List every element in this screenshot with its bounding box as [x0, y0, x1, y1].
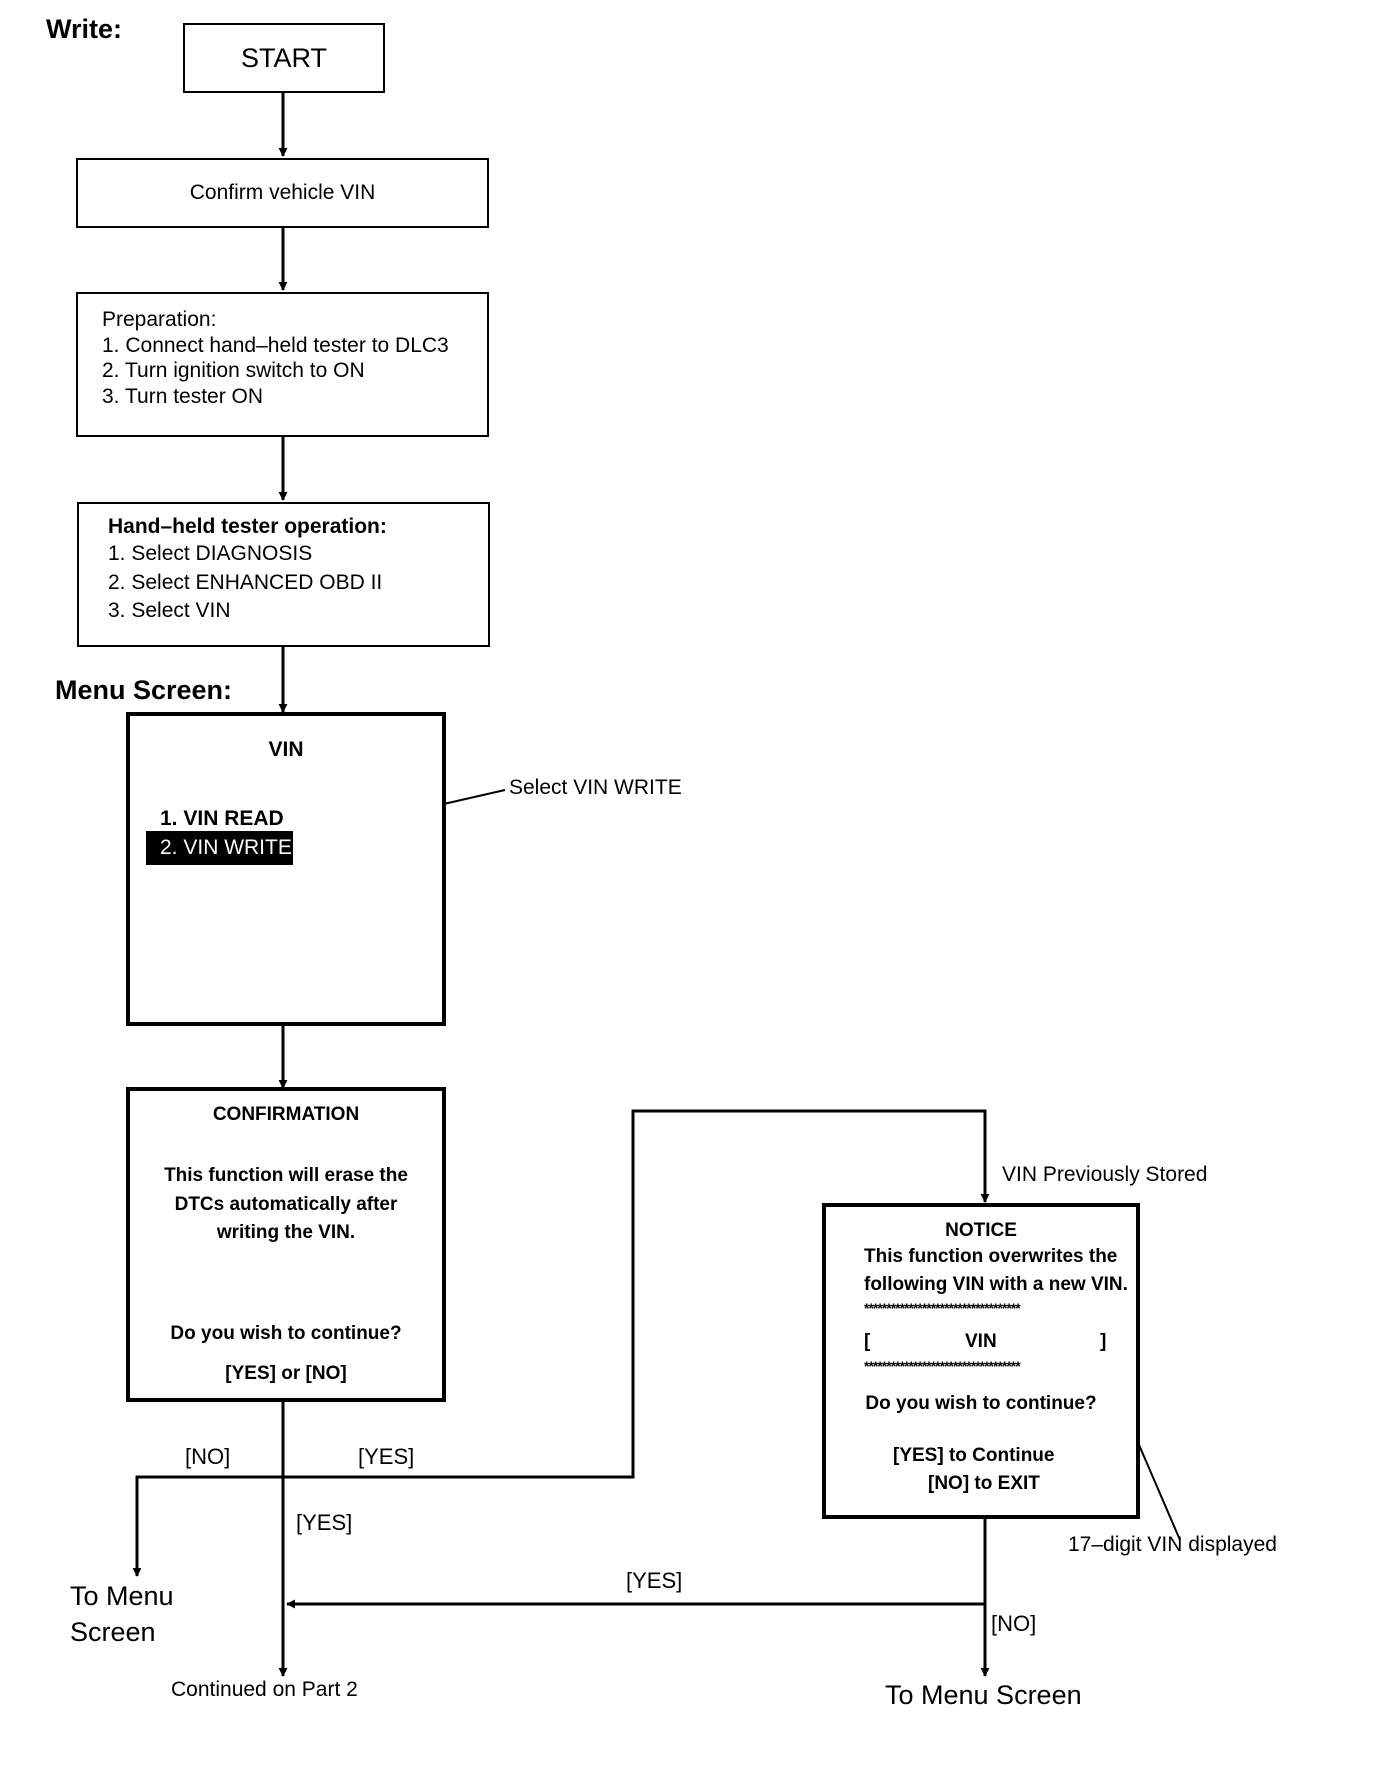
- start-label: START: [240, 42, 327, 73]
- confirm-vin-box: Confirm vehicle VIN: [76, 158, 489, 228]
- notice-box: NOTICE This function overwrites the foll…: [822, 1203, 1140, 1519]
- start-box: START: [183, 23, 385, 93]
- tester-step: 1. Select DIAGNOSIS: [108, 542, 313, 565]
- to-menu-screen-right: To Menu Screen: [885, 1680, 1082, 1710]
- notice-message-line: following VIN with a new VIN.: [864, 1274, 1128, 1295]
- callout-select-vin-write: Select VIN WRITE: [509, 776, 682, 799]
- confirmation-question: Do you wish to continue?: [170, 1323, 402, 1344]
- notice-no-option: [NO] to EXIT: [928, 1473, 1040, 1494]
- label-no-right: [NO]: [991, 1611, 1037, 1636]
- confirmation-message-line: DTCs automatically after: [174, 1194, 398, 1215]
- notice-stars-bottom: ***********************************: [864, 1358, 1021, 1374]
- tester-operation-box: Hand–held tester operation: 1. Select DI…: [77, 502, 490, 647]
- preparation-step: 2. Turn ignition switch to ON: [102, 359, 365, 382]
- to-menu-screen-left-line2: Screen: [70, 1617, 156, 1647]
- notice-vin: VIN: [965, 1331, 997, 1352]
- menu-item-vin-write[interactable]: 2. VIN WRITE: [146, 831, 293, 865]
- label-yes-to-notice: [YES]: [358, 1444, 415, 1469]
- menu-item-vin-read[interactable]: 1. VIN READ: [160, 807, 284, 830]
- line-no-to-menu-left: [132, 1475, 283, 1577]
- preparation-step: 1. Connect hand–held tester to DLC3: [102, 334, 449, 357]
- notice-message-line: This function overwrites the: [864, 1246, 1118, 1267]
- notice-stars-top: ***********************************: [864, 1300, 1021, 1316]
- confirmation-message-line: writing the VIN.: [216, 1222, 356, 1243]
- notice-question: Do you wish to continue?: [865, 1393, 1097, 1414]
- confirmation-message-line: This function will erase the: [164, 1165, 408, 1186]
- line-yes-to-notice: [283, 1109, 990, 1479]
- label-no-left: [NO]: [185, 1444, 231, 1469]
- write-heading: Write:: [46, 14, 123, 44]
- confirmation-title: CONFIRMATION: [212, 1104, 360, 1125]
- to-menu-screen-left-line1: To Menu: [70, 1581, 174, 1611]
- notice-yes-option: [YES] to Continue: [893, 1445, 1055, 1466]
- confirmation-box: CONFIRMATION This function will erase th…: [126, 1087, 446, 1402]
- confirm-vin-label: Confirm vehicle VIN: [189, 181, 376, 204]
- notice-vin-bracket-right: ]: [1100, 1331, 1107, 1352]
- continued-on-part-2: Continued on Part 2: [171, 1678, 358, 1701]
- label-vin-previously-stored: VIN Previously Stored: [1002, 1163, 1208, 1186]
- tester-step: 3. Select VIN: [108, 599, 231, 622]
- tester-step: 2. Select ENHANCED OBD II: [108, 571, 383, 594]
- preparation-title: Preparation:: [102, 308, 217, 331]
- label-yes-return: [YES]: [626, 1568, 683, 1593]
- menu-title: VIN: [268, 738, 304, 761]
- notice-vin-bracket-left: [: [864, 1331, 871, 1352]
- menu-screen-box: VIN 1. VIN READ 2. VIN WRITE: [126, 712, 446, 1026]
- label-17-digit-vin-displayed: 17–digit VIN displayed: [1068, 1533, 1277, 1556]
- menu-screen-heading: Menu Screen:: [55, 675, 233, 705]
- preparation-box: Preparation: 1. Connect hand–held tester…: [76, 292, 489, 437]
- label-yes-down: [YES]: [296, 1510, 353, 1535]
- confirmation-options: [YES] or [NO]: [225, 1363, 347, 1384]
- tester-operation-title: Hand–held tester operation:: [108, 515, 387, 538]
- preparation-step: 3. Turn tester ON: [102, 385, 264, 408]
- notice-title: NOTICE: [945, 1220, 1017, 1241]
